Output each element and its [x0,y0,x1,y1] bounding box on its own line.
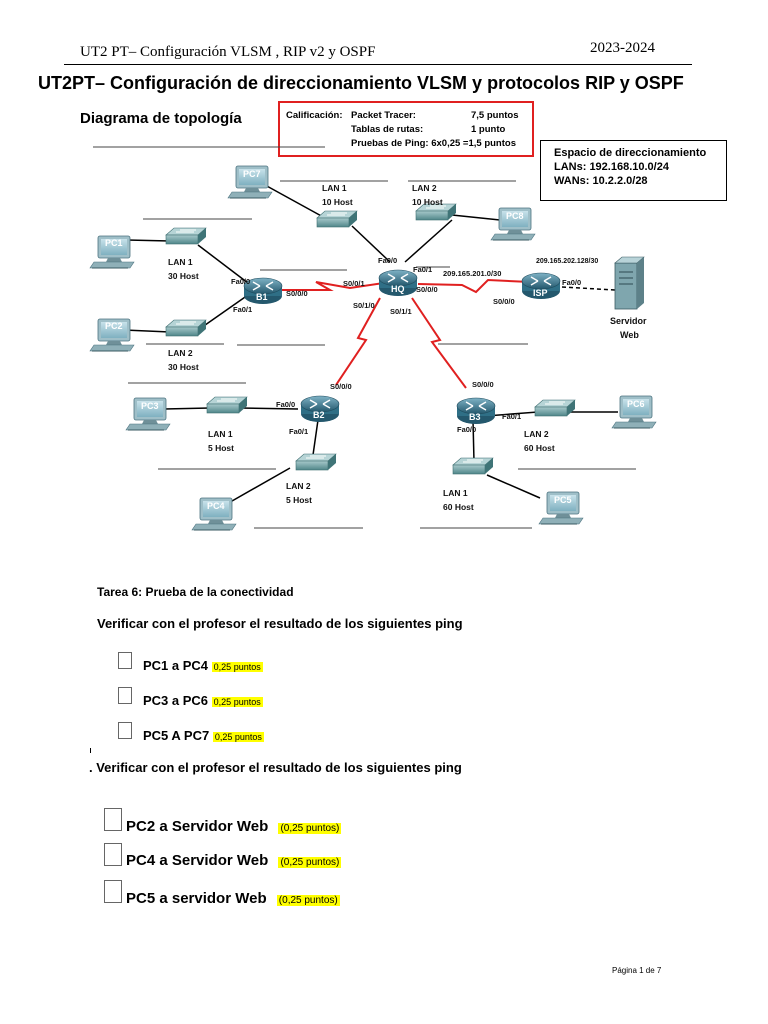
interface-label: Fa0/0 [378,256,397,265]
network-label: 209.165.201.0/30 [443,269,501,278]
task-heading: Tarea 6: Prueba de la conectividad [97,585,294,599]
addressing-lans: LANs: 192.168.10.0/24 [554,161,669,173]
ping-label: PC2 a Servidor Web [126,818,269,835]
verify-instruction: . Verificar con el profesor el resultado… [89,760,462,775]
ping-item: PC5 a servidor Web (0,25 puntos) [126,890,340,907]
lan-hosts: 10 Host [412,197,443,207]
lan-name: LAN 1 [322,183,347,193]
interface-label: Fa0/0 [276,400,295,409]
interface-label: S0/0/0 [286,289,308,298]
points-badge: (0,25 puntos) [278,823,342,834]
points-badge: 0,25 puntos [211,697,263,707]
header-doc-title: UT2 PT– Configuración VLSM , RIP v2 y OS… [80,44,376,60]
ping-checkbox[interactable] [118,722,132,739]
ping-checkbox[interactable] [118,687,132,704]
grading-item: Packet Tracer: [351,110,416,121]
router-label: B3 [469,412,481,422]
interface-label: Fa0/0 [562,278,581,287]
server-label: Web [620,330,639,340]
lan-name: LAN 2 [168,348,193,358]
pc-label: PC7 [243,169,261,179]
interface-label: Fa0/1 [289,427,308,436]
ping-label: PC1 a PC4 [143,658,209,673]
ping-item: PC1 a PC4 0,25 puntos [143,658,263,673]
interface-label: S0/1/1 [390,307,412,316]
pc-label: PC3 [141,401,159,411]
pc-label: PC4 [207,501,225,511]
lan-hosts: 30 Host [168,271,199,281]
lan-name: LAN 1 [208,429,233,439]
router-label: HQ [391,284,405,294]
topology-heading: Diagrama de topología [80,110,242,127]
router-label: B2 [313,410,325,420]
interface-label: S0/0/0 [416,285,438,294]
ping-checkbox[interactable] [104,808,122,831]
network-label: 209.165.202.128/30 [536,258,598,265]
lan-hosts: 60 Host [443,502,474,512]
lan-name: LAN 1 [168,257,193,267]
interface-label: Fa0/1 [233,305,252,314]
lan-name: LAN 2 [412,183,437,193]
lan-hosts: 5 Host [286,495,312,505]
pc-label: PC5 [554,495,572,505]
points-badge: (0,25 puntos) [278,857,342,868]
server-icon [614,256,645,310]
pc-label: PC2 [105,321,123,331]
page-title: UT2PT– Configuración de direccionamiento… [38,73,684,93]
ping-item: PC3 a PC6 0,25 puntos [143,693,263,708]
ping-item: PC2 a Servidor Web (0,25 puntos) [126,818,342,835]
lan-name: LAN 1 [443,488,468,498]
ping-checkbox[interactable] [118,652,132,669]
interface-label: Fa0/0 [231,277,250,286]
interface-label: Fa0/1 [502,412,521,421]
margin-mark [90,748,91,753]
verify-instruction: Verificar con el profesor el resultado d… [97,616,463,631]
addressing-title: Espacio de direccionamiento [554,147,707,159]
grading-item: Tablas de rutas: [351,124,424,135]
header-year: 2023-2024 [590,40,655,56]
ping-label: PC5 a servidor Web [126,890,267,907]
ping-label: PC4 a Servidor Web [126,852,269,869]
interface-label: S0/0/0 [493,297,515,306]
lan-hosts: 30 Host [168,362,199,372]
grading-item: Pruebas de Ping: 6x0,25 =1,5 puntos [351,138,516,149]
topology-diagram: PC7 PC1 PC2 PC8 PC3 PC4 PC6 PC5 B1 HQ IS… [89,146,657,531]
grading-value: 7,5 puntos [471,110,519,121]
pc-label: PC1 [105,238,123,248]
interface-label: S0/1/0 [353,301,375,310]
interface-label: S0/0/1 [343,279,365,288]
ping-item: PC4 a Servidor Web (0,25 puntos) [126,852,342,869]
lan-hosts: 5 Host [208,443,234,453]
addressing-box: Espacio de direccionamiento LANs: 192.16… [540,140,727,201]
server-label: Servidor [610,316,647,326]
pc-label: PC8 [506,211,524,221]
interface-label: S0/0/0 [472,380,494,389]
addressing-wans: WANs: 10.2.2.0/28 [554,175,648,187]
grading-box: Calificación: Packet Tracer: 7,5 puntos … [278,101,534,157]
ping-checkbox[interactable] [104,843,122,866]
lan-hosts: 60 Host [524,443,555,453]
page-number: Página 1 de 7 [612,966,662,975]
router-label: ISP [533,288,548,298]
header-rule [64,64,692,65]
ping-item: PC5 A PC7 0,25 puntos [143,728,264,743]
grading-label: Calificación: [286,110,343,121]
interface-label: Fa0/1 [413,265,432,274]
interface-label: S0/0/0 [330,382,352,391]
ping-checkbox[interactable] [104,880,122,903]
ping-label: PC5 A PC7 [143,728,210,743]
points-badge: 0,25 puntos [212,732,264,742]
points-badge: 0,25 puntos [211,662,263,672]
router-label: B1 [256,292,268,302]
ping-label: PC3 a PC6 [143,693,209,708]
grading-value: 1 punto [471,124,506,135]
interface-label: Fa0/0 [457,425,476,434]
pc-label: PC6 [627,399,645,409]
lan-name: LAN 2 [524,429,549,439]
lan-hosts: 10 Host [322,197,353,207]
lan-name: LAN 2 [286,481,311,491]
points-badge: (0,25 puntos) [276,895,340,906]
